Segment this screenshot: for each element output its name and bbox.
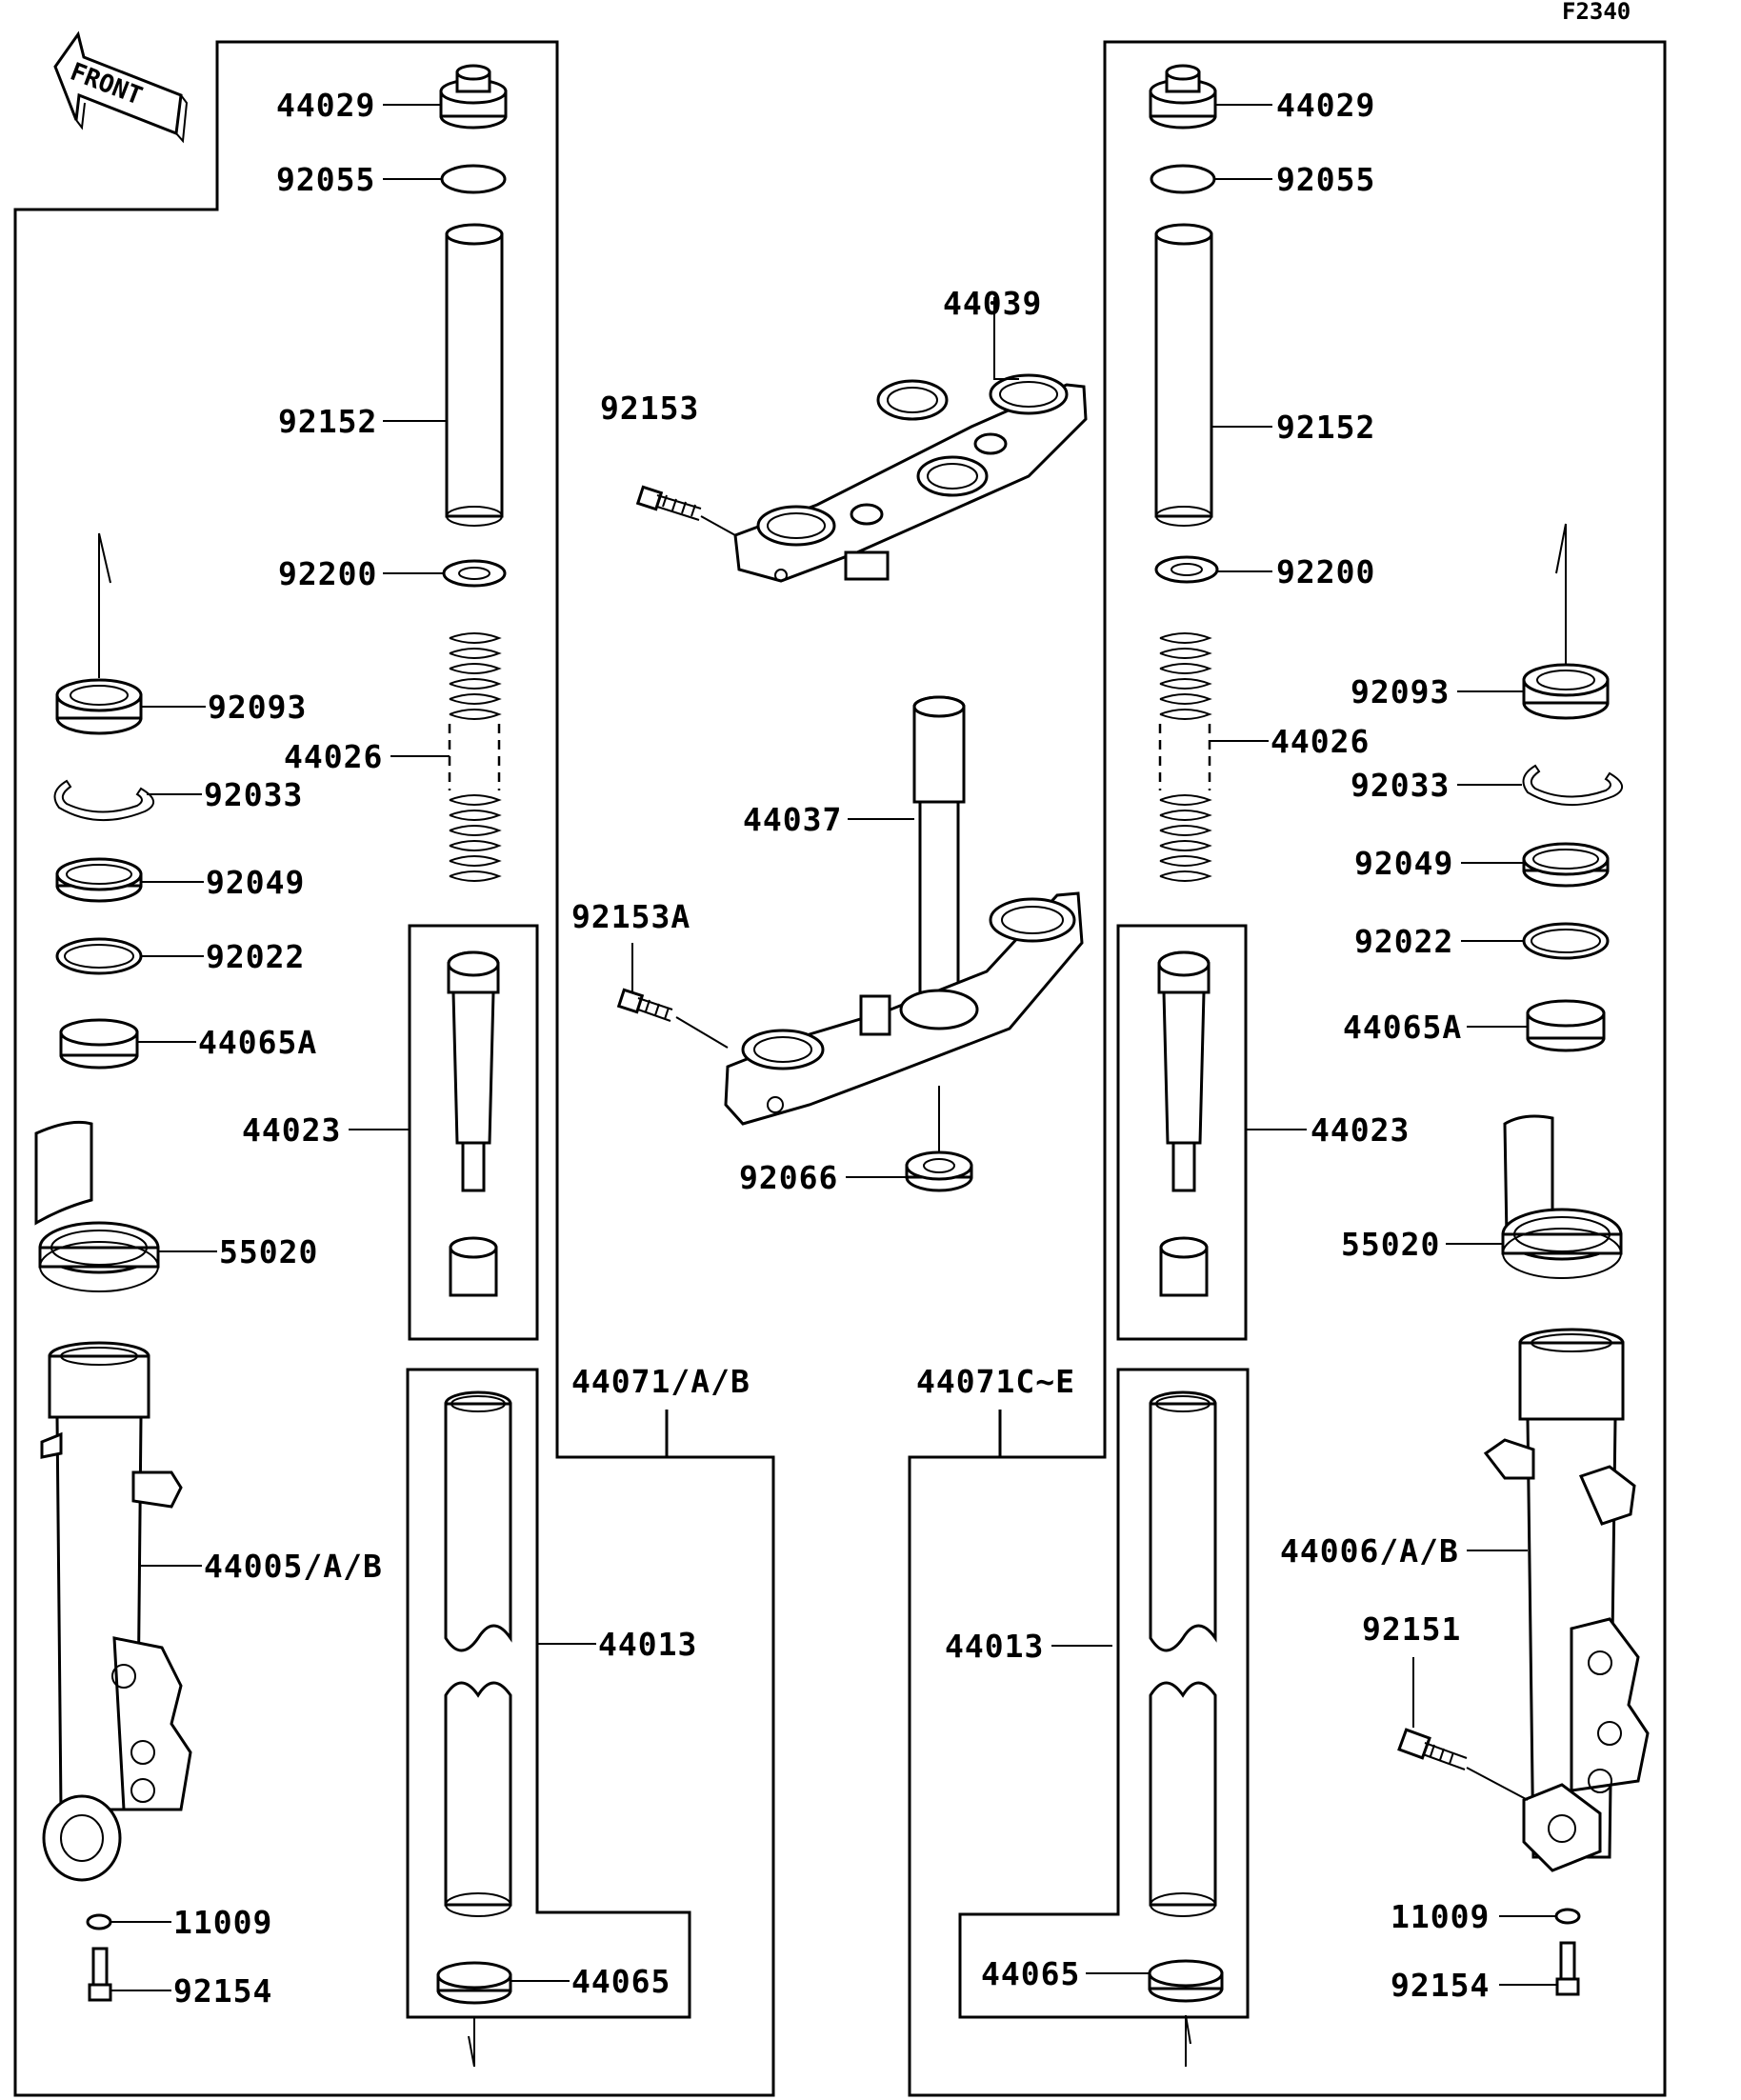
right-spacer-collar xyxy=(1154,223,1213,527)
right-washer xyxy=(1154,555,1219,584)
left-fork-cap-bolt xyxy=(439,64,508,130)
left-oil-seal xyxy=(55,678,143,735)
part-label-l92049: 92049 xyxy=(206,864,305,901)
part-label-r92093: 92093 xyxy=(1351,673,1450,710)
left-guide-bush xyxy=(59,1018,139,1070)
part-label-l44026: 44026 xyxy=(284,738,383,775)
part-label-r92152: 92152 xyxy=(1276,409,1375,446)
part-label-l92200: 92200 xyxy=(278,555,377,592)
right-fork-frame xyxy=(908,40,1667,2097)
part-label-l44005: 44005/A/B xyxy=(204,1548,383,1585)
left-washer xyxy=(442,559,507,588)
left-lower-bush xyxy=(436,1961,512,2005)
left-slide-bush xyxy=(55,857,143,903)
part-label-r44006: 44006/A/B xyxy=(1280,1532,1459,1570)
part-label-l92152: 92152 xyxy=(278,403,377,440)
part-label-l92153a: 92153A xyxy=(571,898,690,935)
right-44023-box xyxy=(1116,924,1248,1341)
part-label-l11009: 11009 xyxy=(173,1904,272,1941)
left-seal-washer xyxy=(55,937,143,975)
right-44013-box xyxy=(958,1368,1250,2019)
left-inner-tube xyxy=(444,1390,512,1917)
right-fork-spring xyxy=(1158,632,1212,882)
part-label-r92033: 92033 xyxy=(1351,767,1450,804)
left-fork-frame xyxy=(13,40,775,2097)
part-label-l44029: 44029 xyxy=(276,87,375,124)
part-label-l44071: 44071/A/B xyxy=(571,1363,750,1400)
right-damper-cylinder xyxy=(1157,950,1211,1297)
right-slide-bush xyxy=(1522,842,1610,888)
part-label-l92055: 92055 xyxy=(276,161,375,198)
right-o-ring xyxy=(1150,164,1216,194)
left-o-ring xyxy=(440,164,507,194)
right-gasket xyxy=(1554,1908,1581,1925)
left-damper-cylinder xyxy=(447,950,500,1297)
part-label-l92153: 92153 xyxy=(600,390,699,427)
left-bottom-bolt xyxy=(88,1947,112,2002)
part-label-r92049: 92049 xyxy=(1354,845,1453,882)
left-outer-tube xyxy=(40,1341,192,1882)
part-label-l92093: 92093 xyxy=(208,689,307,726)
left-gasket xyxy=(86,1913,112,1930)
part-label-l92066: 92066 xyxy=(739,1159,838,1196)
right-circlip xyxy=(1522,764,1623,806)
part-label-l92033: 92033 xyxy=(204,776,303,813)
left-spacer-collar xyxy=(445,223,504,527)
right-fork-cap-bolt xyxy=(1149,64,1217,130)
right-bottom-bolt xyxy=(1555,1941,1580,1996)
part-label-l44065: 44065 xyxy=(571,1963,670,2000)
part-label-l44039: 44039 xyxy=(943,285,1042,322)
right-guide-bush xyxy=(1526,999,1606,1052)
right-axle-pinch-bolt xyxy=(1397,1728,1468,1770)
part-label-l92022: 92022 xyxy=(206,938,305,975)
part-label-r44065: 44065 xyxy=(981,1955,1080,1992)
part-label-r44026: 44026 xyxy=(1271,723,1370,760)
left-44023-box xyxy=(408,924,539,1341)
part-label-r92151: 92151 xyxy=(1362,1610,1461,1648)
left-fork-guard xyxy=(34,1120,160,1292)
right-seal-washer xyxy=(1522,922,1610,960)
part-label-l55020: 55020 xyxy=(219,1233,318,1270)
part-label-r92154: 92154 xyxy=(1391,1967,1490,2004)
part-label-l44023: 44023 xyxy=(242,1111,341,1149)
part-label-r92022: 92022 xyxy=(1354,923,1453,960)
right-lower-bush xyxy=(1148,1959,1224,2003)
part-label-r44013: 44013 xyxy=(945,1628,1044,1665)
part-label-r92055: 92055 xyxy=(1276,161,1375,198)
upper-triple-clamp xyxy=(733,373,1088,583)
left-fork-spring xyxy=(448,632,502,882)
part-label-r11009: 11009 xyxy=(1391,1898,1490,1935)
part-label-r44071: 44071C~E xyxy=(916,1363,1075,1400)
part-label-l44065a: 44065A xyxy=(198,1024,317,1061)
front-arrow-icon: FRONT xyxy=(53,30,189,144)
steering-stem-lower-clamp xyxy=(724,695,1084,1152)
part-label-r44023: 44023 xyxy=(1311,1111,1410,1149)
right-fork-guard xyxy=(1501,1114,1623,1279)
right-inner-tube xyxy=(1149,1390,1217,1917)
part-label-l44037: 44037 xyxy=(743,801,842,838)
left-circlip xyxy=(53,779,154,821)
right-oil-seal xyxy=(1522,663,1610,720)
part-label-r55020: 55020 xyxy=(1341,1226,1440,1263)
figure-code: F2340 xyxy=(1562,0,1631,25)
part-label-l92154: 92154 xyxy=(173,1972,272,2010)
right-outer-tube xyxy=(1483,1328,1650,1872)
part-label-l44013: 44013 xyxy=(598,1626,697,1663)
lower-clamp-pinch-bolt xyxy=(616,988,673,1022)
part-label-r44065a: 44065A xyxy=(1343,1009,1462,1046)
part-label-r44029: 44029 xyxy=(1276,87,1375,124)
left-44013-box xyxy=(406,1368,691,2019)
part-label-r92200: 92200 xyxy=(1276,553,1375,590)
stem-nut xyxy=(905,1150,973,1192)
upper-clamp-pinch-bolt xyxy=(635,485,702,521)
